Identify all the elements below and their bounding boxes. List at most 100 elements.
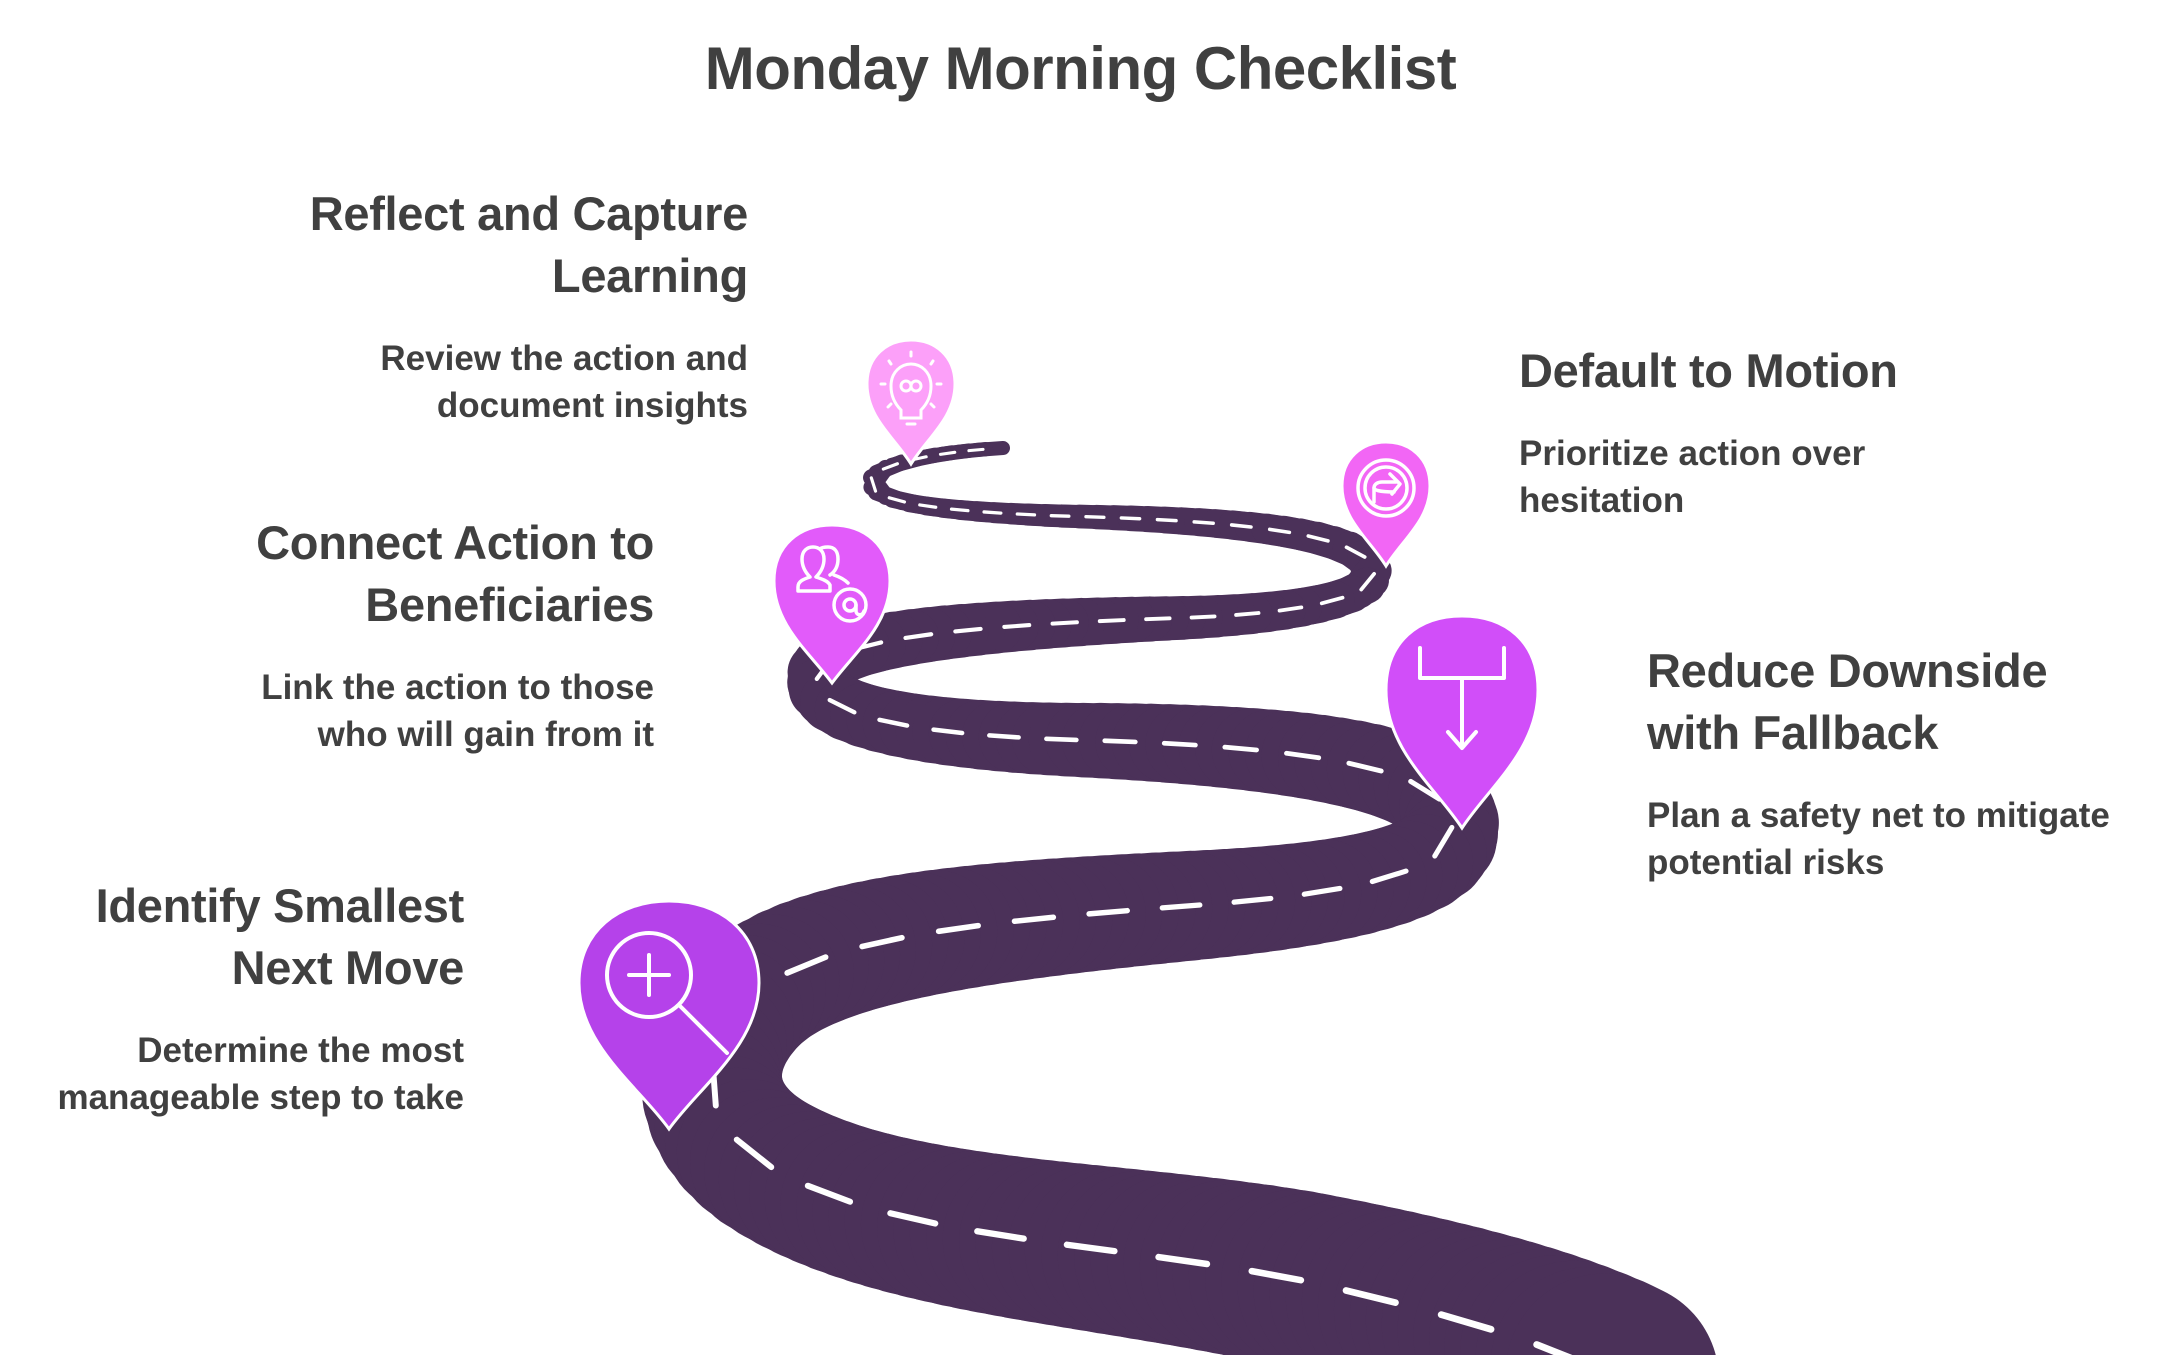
heading-line: Beneficiaries xyxy=(365,578,654,631)
road-dash xyxy=(877,717,910,728)
road-dash xyxy=(887,1210,939,1227)
road-dash xyxy=(1002,623,1032,629)
fallback-arrow-icon xyxy=(1418,646,1506,750)
road-dash xyxy=(1102,738,1138,745)
page-title: Monday Morning Checklist xyxy=(704,35,1457,102)
pin-connect[interactable] xyxy=(772,523,892,686)
step-reflect: Reflect and Capture Learning Review the … xyxy=(228,183,749,429)
magnifier-plus-icon xyxy=(605,931,729,1055)
pin-identify[interactable] xyxy=(577,899,761,1132)
road-dash xyxy=(887,496,907,504)
pin-identify-marker xyxy=(577,899,761,1132)
road-dash xyxy=(1084,515,1106,519)
road-dash xyxy=(1097,618,1126,624)
description-line: Plan a safety net to mitigate xyxy=(1647,796,2110,835)
road-dash xyxy=(1369,868,1409,885)
description-line: Prioritize action over xyxy=(1519,434,1866,473)
road-dash xyxy=(1234,611,1261,617)
description-line: Review the action and xyxy=(380,339,748,378)
step-identify-description: Determine the most manageable step to ta… xyxy=(0,1027,464,1121)
road-dash xyxy=(982,510,1003,515)
road-dash xyxy=(1231,895,1274,905)
description-line: potential risks xyxy=(1647,843,1885,882)
step-reduce-heading: Reduce Downside with Fallback xyxy=(1647,640,2161,764)
road-dash xyxy=(1049,513,1071,518)
road-dash xyxy=(1306,534,1330,543)
road-dash xyxy=(869,476,878,493)
road-dash xyxy=(1222,744,1259,753)
road-dash xyxy=(1408,778,1442,802)
lightbulb-brain-icon xyxy=(879,350,943,426)
road-dash xyxy=(918,503,938,509)
road-dash xyxy=(881,462,900,471)
road-dash xyxy=(974,1228,1027,1242)
road-dash xyxy=(859,934,905,950)
heading-line: with Fallback xyxy=(1647,706,1939,759)
road-dash xyxy=(903,632,934,641)
road-dash xyxy=(953,626,983,634)
road-dash xyxy=(1119,516,1142,521)
road-dash xyxy=(938,450,957,456)
road-dash xyxy=(784,954,829,976)
step-identify: Identify Smallest Next Move Determine th… xyxy=(0,875,464,1121)
heading-line: Connect Action to xyxy=(256,516,654,569)
road-dash xyxy=(1063,1241,1118,1255)
heading-line: Learning xyxy=(551,249,748,302)
description-line: document insights xyxy=(436,386,748,425)
road-dash xyxy=(1192,520,1215,526)
step-default-description: Prioritize action over hesitation xyxy=(1519,430,2039,524)
road-dash xyxy=(1189,614,1217,620)
road-dash xyxy=(967,447,985,453)
road-dash xyxy=(1229,523,1253,529)
road-dash xyxy=(1015,512,1037,517)
road-dash xyxy=(1011,914,1057,925)
road-dash xyxy=(949,507,970,513)
road-dash xyxy=(1359,571,1376,592)
road-dash xyxy=(1346,760,1384,774)
pin-reduce[interactable] xyxy=(1384,614,1540,831)
step-reduce-description: Plan a safety net to mitigate potential … xyxy=(1647,792,2161,886)
heading-line: Reflect and Capture xyxy=(309,187,749,240)
road-dash xyxy=(1155,1253,1211,1268)
heading-line: Default to Motion xyxy=(1519,344,1898,397)
users-at-icon xyxy=(796,545,868,623)
road-dash xyxy=(1155,517,1178,523)
road-dash xyxy=(1248,1267,1305,1284)
road-dash xyxy=(804,1182,854,1205)
road-dash xyxy=(1342,1287,1399,1306)
road-dash xyxy=(1284,750,1322,761)
heading-line: Next Move xyxy=(231,941,465,994)
step-default-heading: Default to Motion xyxy=(1519,340,2039,402)
step-reduce: Reduce Downside with Fallback Plan a saf… xyxy=(1647,640,2161,886)
road-dash xyxy=(1432,824,1455,859)
road-dash xyxy=(1161,740,1198,748)
road-dash xyxy=(1159,902,1203,911)
step-reflect-description: Review the action and document insights xyxy=(228,335,748,429)
road-dash xyxy=(827,697,857,715)
road-dash xyxy=(1301,885,1343,897)
pin-default[interactable] xyxy=(1340,440,1432,569)
road-dash xyxy=(1267,527,1292,535)
forward-arrow-circle-icon xyxy=(1356,458,1416,518)
step-default: Default to Motion Prioritize action over… xyxy=(1519,340,2039,524)
road-dash xyxy=(1437,1311,1495,1333)
road-dash xyxy=(931,727,965,736)
step-connect-heading: Connect Action to Beneficiaries xyxy=(134,512,654,636)
description-line: Link the action to those xyxy=(261,668,654,707)
pin-reflect[interactable] xyxy=(865,338,957,467)
road-dash xyxy=(733,1136,775,1171)
heading-line: Reduce Downside xyxy=(1647,644,2048,697)
step-identify-heading: Identify Smallest Next Move xyxy=(0,875,465,999)
road-dash xyxy=(935,922,981,935)
description-line: who will gain from it xyxy=(317,715,654,754)
road-dash xyxy=(1277,605,1304,613)
heading-line: Identify Smallest xyxy=(95,879,465,932)
road-dash xyxy=(1050,620,1079,626)
road-dash xyxy=(1533,1341,1573,1355)
road-dash xyxy=(1086,907,1130,917)
description-line: Determine the most xyxy=(137,1031,464,1070)
description-line: hesitation xyxy=(1519,481,1685,520)
road-dash xyxy=(1144,616,1172,622)
